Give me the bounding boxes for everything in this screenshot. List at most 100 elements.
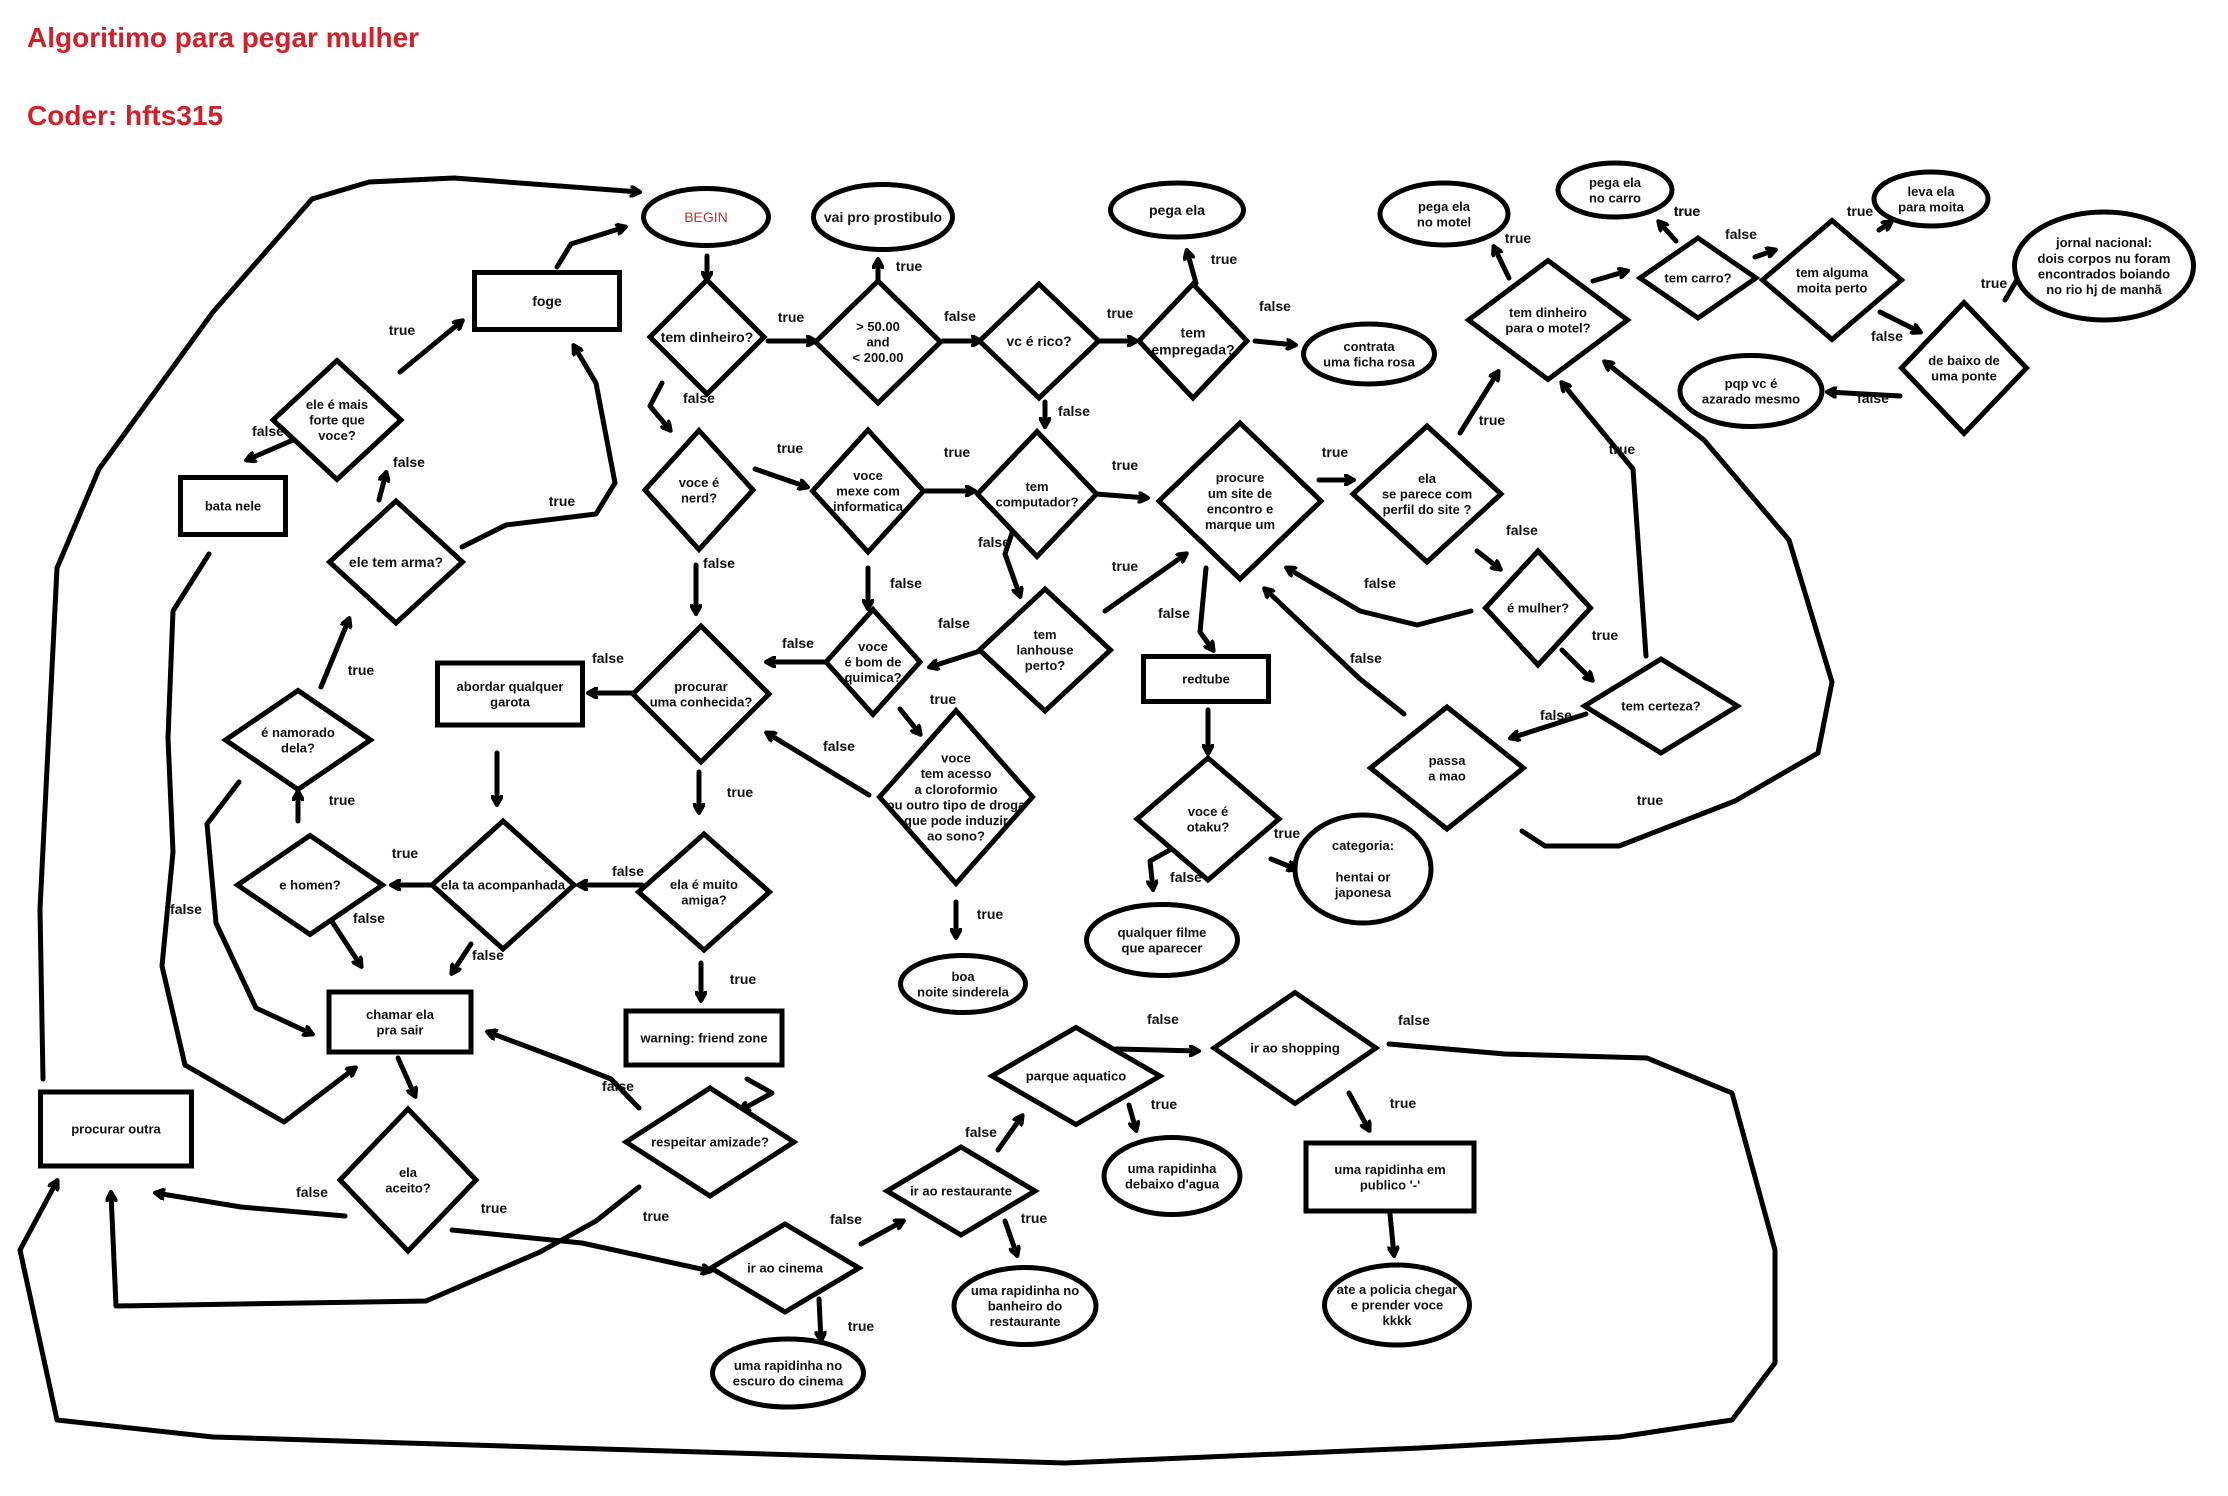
node-label: ir ao cinema xyxy=(747,1261,824,1276)
edge-arrow xyxy=(858,1221,903,1247)
edge-arrow xyxy=(995,1116,1022,1153)
edge-label-false: false xyxy=(965,1124,997,1140)
edge-label-true: true xyxy=(329,792,356,808)
node-label: foge xyxy=(532,293,562,309)
edge-label-false: false xyxy=(1398,1012,1430,1028)
edge-arrow xyxy=(1126,1102,1136,1130)
edge-label-false: false xyxy=(683,390,715,406)
edge-arrow xyxy=(159,551,355,1125)
edge-arrow xyxy=(1494,247,1512,281)
edge-label-false: false xyxy=(1725,226,1757,242)
edge-arrow xyxy=(1002,530,1020,596)
edge-arrow xyxy=(1113,1049,1198,1051)
edge-label-false: false xyxy=(602,1078,634,1094)
edge-arrow xyxy=(1102,554,1186,614)
edge-label-true: true xyxy=(1674,203,1701,219)
edge-label-false: false xyxy=(1857,390,1889,406)
edge-arrow xyxy=(1562,383,1649,659)
edge-arrow xyxy=(1457,372,1498,436)
edge-label-false: false xyxy=(823,738,855,754)
edge-label-false: false xyxy=(612,863,644,879)
edge-label-true: true xyxy=(481,1200,508,1216)
edge-label-true: true xyxy=(944,444,971,460)
node-cinema: ir ao cinema xyxy=(706,1221,864,1315)
edge-arrow xyxy=(449,1227,710,1271)
edge-arrow xyxy=(204,779,312,1034)
edge-label-true: true xyxy=(896,258,923,274)
node-label: ir ao shopping xyxy=(1250,1041,1340,1056)
node-label: procurar outra xyxy=(71,1122,161,1137)
node-friend-zone: warning: friend zone xyxy=(623,1008,785,1068)
node-pega-ela: pega ela xyxy=(1108,180,1246,240)
node-label: tem carro? xyxy=(1664,271,1731,286)
node-homen: e homen? xyxy=(233,832,387,938)
edge-arrow xyxy=(318,619,349,690)
node-mulher: é mulher? xyxy=(1482,547,1594,669)
edge-label-false: false xyxy=(1158,605,1190,621)
edge-arrow xyxy=(819,1296,821,1340)
edge-label-true: true xyxy=(1107,305,1134,321)
node-acompanhada: ela ta acompanhada xyxy=(428,817,578,953)
edge-label-true: true xyxy=(549,493,576,509)
edge-arrow xyxy=(1590,271,1627,284)
edge-arrow xyxy=(1197,565,1213,650)
edge-label-true: true xyxy=(1112,457,1139,473)
edge-label-true: true xyxy=(389,322,416,338)
node-label: bata nele xyxy=(205,499,261,514)
edge-label-false: false xyxy=(1350,650,1382,666)
node-aquatico: parque aquatico xyxy=(987,1024,1165,1128)
edge-arrow xyxy=(1752,250,1775,260)
edge-arrow xyxy=(37,175,639,1082)
node-certeza: tem certeza? xyxy=(1579,656,1743,756)
edge-label-true: true xyxy=(727,784,754,800)
edge-arrow xyxy=(1268,856,1296,869)
edge-arrow xyxy=(247,437,296,460)
edge-arrow xyxy=(459,346,618,550)
edge-arrow xyxy=(1877,309,1920,332)
edge-arrow xyxy=(1002,1218,1017,1255)
edge-label-true: true xyxy=(1112,558,1139,574)
edge-arrow xyxy=(111,1184,642,1309)
edge-arrow xyxy=(1252,341,1295,345)
edge-label-false: false xyxy=(1364,575,1396,591)
edge-arrow xyxy=(17,1041,1778,1466)
node-procurar-outra: procurar outra xyxy=(38,1089,194,1169)
edge-label-false: false xyxy=(1147,1011,1179,1027)
edge-label-true: true xyxy=(1847,203,1874,219)
node-label: redtube xyxy=(1182,672,1230,687)
node-prostibulo: vai pro prostibulo xyxy=(811,182,955,252)
